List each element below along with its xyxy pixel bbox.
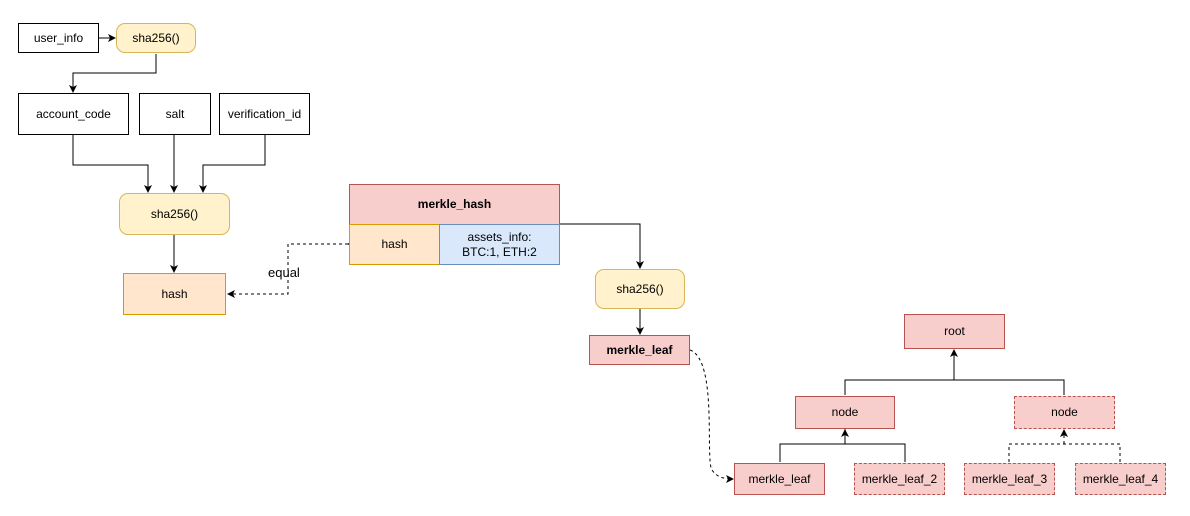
tree-leaf-1-box: merkle_leaf	[734, 463, 825, 495]
edge-account-code-to-sha256	[72, 135, 152, 193]
edge-merkle-hash-to-sha256	[560, 223, 644, 269]
edge-nodes-to-root	[844, 379, 1065, 395]
tree-leaf-2-box: merkle_leaf_2	[854, 463, 945, 495]
sha256-top-box: sha256()	[116, 23, 196, 53]
edge-leaves-to-node-left	[779, 429, 906, 462]
edge-verification-to-sha256	[199, 135, 266, 193]
hash-box: hash	[123, 273, 226, 315]
merkle-hash-cell-hash: hash	[349, 224, 440, 265]
tree-leaf-4-box: merkle_leaf_4	[1075, 463, 1166, 495]
merkle-hash-title: merkle_hash	[349, 184, 560, 225]
tree-leaf-3-box: merkle_leaf_3	[964, 463, 1055, 495]
tree-node-right-box: node	[1014, 396, 1115, 429]
merkle-hash-cell-assets: assets_info: BTC:1, ETH:2	[439, 224, 560, 265]
sha256-mid-box: sha256()	[119, 193, 230, 235]
merkle-leaf-box: merkle_leaf	[589, 335, 690, 365]
account-code-box: account_code	[18, 93, 129, 135]
sha256-leaf-box: sha256()	[595, 269, 685, 309]
equal-label: equal	[268, 265, 300, 280]
edge-sha256-to-account-code	[69, 54, 157, 93]
salt-box: salt	[139, 93, 211, 135]
edge-equal-dashed	[227, 240, 355, 298]
edge-leaf-to-tree-dashed	[689, 349, 734, 483]
tree-node-left-box: node	[795, 396, 895, 429]
edge-leaves-to-node-right	[1008, 443, 1121, 462]
verification-id-box: verification_id	[219, 93, 310, 135]
user-info-box: user_info	[18, 23, 99, 53]
tree-root-box: root	[904, 314, 1005, 349]
